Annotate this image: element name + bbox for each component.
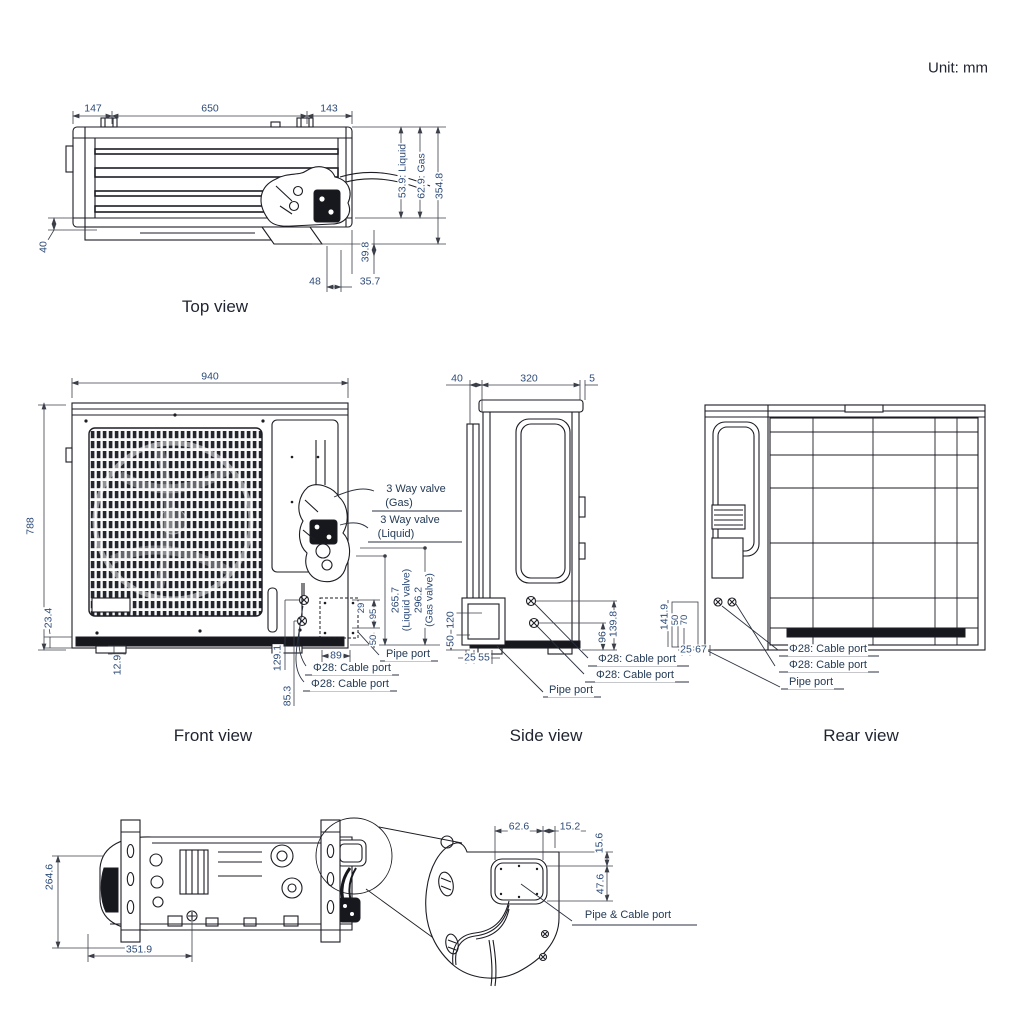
detail-dim-15-2: 15.2	[558, 820, 582, 833]
front-view-title: Front view	[173, 726, 253, 745]
rear-dim-67: 67	[694, 643, 708, 656]
bottom-view-drawing	[52, 817, 473, 967]
front-dim-12-9: 12.9	[111, 653, 124, 677]
front-dim-29: 29	[356, 601, 368, 615]
rear-label-pipe-port: Pipe port	[787, 676, 835, 689]
side-dim-139-8: 139.8	[607, 609, 620, 639]
side-dim-55: 55	[477, 651, 491, 664]
front-dim-liquid-valve: (Liquid valve)	[400, 567, 413, 633]
side-dim-120: 120	[444, 610, 457, 630]
rear-view-title: Rear view	[823, 726, 899, 745]
rear-dim-25: 25	[679, 643, 693, 656]
side-label-cable-port-1: Φ28: Cable port	[597, 653, 677, 666]
top-dim-650: 650	[200, 102, 220, 115]
top-dim-gas: 62.9: Gas	[415, 152, 428, 200]
side-view-title: Side view	[509, 726, 583, 745]
bottom-dim-351-9: 351.9	[124, 943, 154, 956]
detail-view-drawing	[425, 826, 697, 987]
side-dim-40: 40	[450, 372, 464, 385]
side-dim-25: 25	[463, 651, 477, 664]
front-label-3way-liquid-1: 3 Way valve	[379, 514, 441, 527]
top-view-drawing	[47, 111, 446, 292]
side-view-drawing	[446, 380, 689, 698]
top-dim-147: 147	[83, 102, 103, 115]
detail-label-pipe-cable-port: Pipe & Cable port	[583, 909, 673, 922]
front-dim-940: 940	[200, 370, 220, 383]
rear-dim-70: 70	[679, 613, 691, 627]
top-dim-40: 40	[37, 240, 50, 254]
front-dim-gas-valve: (Gas valve)	[423, 572, 436, 628]
front-label-3way-gas-1: 3 Way valve	[385, 483, 447, 496]
front-dim-788: 788	[24, 516, 37, 536]
unit-note: Unit: mm	[928, 59, 988, 77]
front-dim-50: 50	[368, 633, 380, 647]
front-label-3way-gas-2: (Gas)	[384, 497, 414, 510]
side-label-pipe-port: Pipe port	[547, 684, 595, 697]
detail-dim-62-6: 62.6	[507, 820, 531, 833]
front-dim-85-3: 85.3	[281, 684, 294, 708]
side-dim-50: 50	[444, 634, 457, 648]
rear-label-cable-port-2: Φ28: Cable port	[788, 659, 868, 672]
top-dim-143: 143	[319, 102, 339, 115]
side-label-cable-port-2: Φ28: Cable port	[595, 669, 675, 682]
front-label-cable-port-2: Φ28: Cable port	[310, 678, 390, 691]
front-dim-95: 95	[368, 607, 380, 621]
front-label-3way-liquid-2: (Liquid)	[376, 528, 416, 541]
top-dim-39-8: 39.8	[359, 240, 372, 264]
detail-dim-47-6: 47.6	[594, 872, 607, 896]
front-dim-129-1: 129.1	[271, 643, 284, 673]
rear-label-cable-port-1: Φ28: Cable port	[788, 643, 868, 656]
front-view-drawing	[38, 378, 462, 706]
front-dim-89: 89	[329, 649, 343, 662]
side-dim-5: 5	[588, 372, 596, 385]
detail-dim-15-6: 15.6	[593, 831, 606, 855]
side-dim-320: 320	[519, 372, 539, 385]
top-dim-35-7: 35.7	[358, 275, 382, 288]
front-label-pipe-port: Pipe port	[384, 648, 432, 661]
top-view-title: Top view	[181, 297, 249, 316]
top-dim-liquid: 53.9: Liquid	[396, 142, 409, 200]
rear-view-drawing	[667, 404, 986, 690]
top-dim-354-8: 354.8	[433, 171, 446, 201]
rear-dim-141-9: 141.9	[658, 602, 671, 632]
front-label-cable-port-1: Φ28: Cable port	[312, 662, 392, 675]
bottom-dim-264-6: 264.6	[43, 862, 56, 892]
top-dim-48: 48	[308, 275, 322, 288]
front-dim-23-4: 23.4	[42, 606, 55, 630]
